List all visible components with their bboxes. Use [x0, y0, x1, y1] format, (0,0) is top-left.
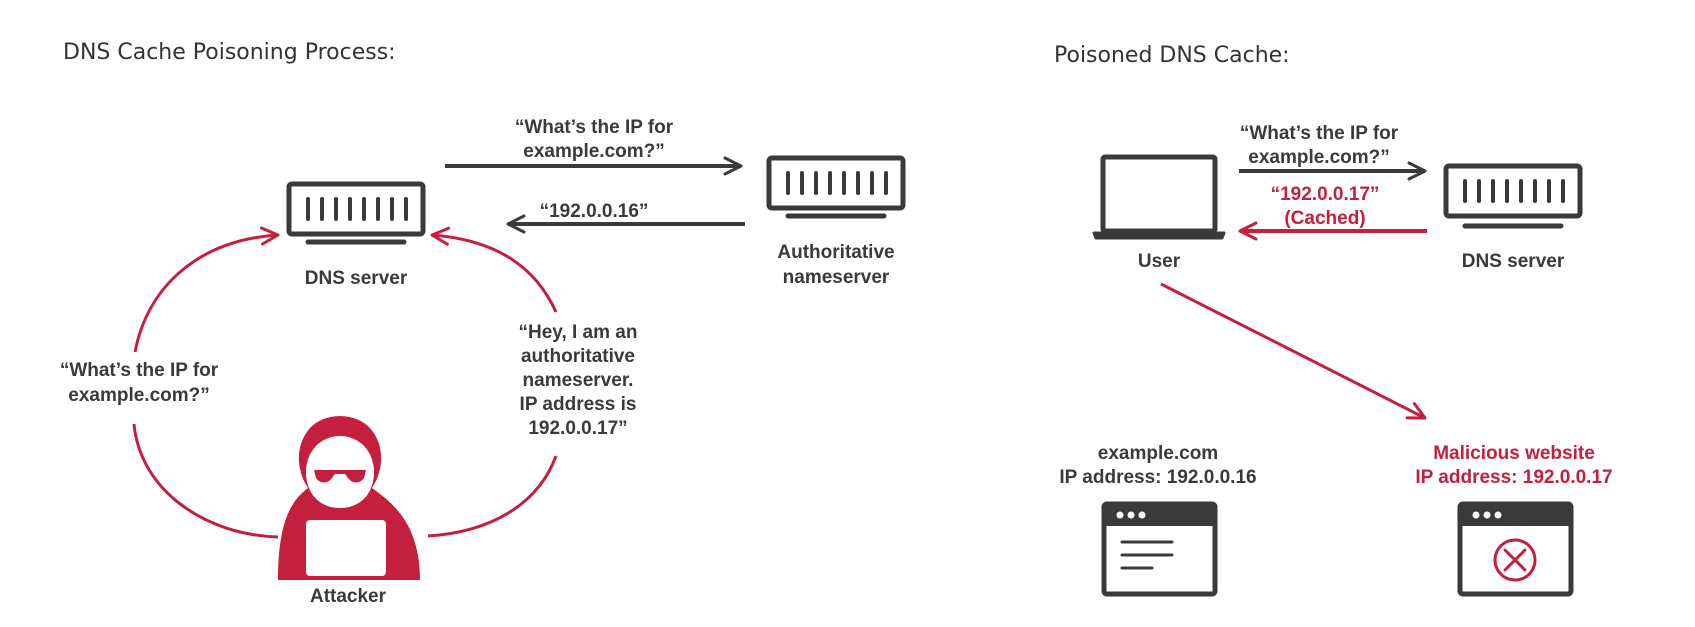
response-text: “192.0.0.16” — [540, 201, 649, 222]
laptop-icon — [1092, 154, 1226, 240]
cached-text-1: “192.0.0.17” — [1271, 184, 1380, 205]
spoof-arc-top — [430, 226, 558, 313]
malicious-site-text-2: IP address: 192.0.0.17 — [1415, 467, 1612, 488]
attacker-query-arc-top — [133, 226, 280, 353]
browser-window-icon — [1101, 501, 1218, 597]
left-panel-title: DNS Cache Poisoning Process: — [63, 40, 396, 65]
right-panel-title: Poisoned DNS Cache: — [1054, 43, 1290, 68]
right-query-text-2: example.com?” — [1248, 147, 1390, 168]
attacker-query-text-2: example.com?” — [68, 385, 210, 406]
legit-site-text-1: example.com — [1098, 443, 1218, 464]
dns-server-label: DNS server — [305, 268, 408, 289]
spoof-text-2: authoritative — [521, 346, 635, 367]
spoof-text-1: “Hey, I am an — [519, 322, 638, 343]
legit-site-text-2: IP address: 192.0.0.16 — [1059, 467, 1256, 488]
authoritative-nameserver-icon — [766, 155, 906, 219]
attacker-query-text-1: “What’s the IP for — [60, 360, 219, 381]
auth-label-1: Authoritative — [777, 242, 894, 263]
right-query-text-1: “What’s the IP for — [1240, 123, 1399, 144]
malicious-site-text-1: Malicious website — [1433, 443, 1595, 464]
query-text-1: “What’s the IP for — [515, 117, 674, 138]
dns-server-right-label: DNS server — [1462, 251, 1565, 272]
malicious-browser-window-icon — [1457, 501, 1574, 597]
error-x-icon — [1493, 538, 1537, 582]
attacker-label: Attacker — [310, 586, 387, 607]
auth-label-2: nameserver — [783, 267, 890, 288]
spoof-text-3: nameserver. — [523, 370, 634, 391]
dns-server-icon — [286, 181, 426, 245]
cached-text-2: (Cached) — [1284, 208, 1365, 229]
spoof-arc-bottom — [427, 455, 558, 538]
hacker-icon — [278, 416, 420, 580]
query-text-2: example.com?” — [523, 141, 665, 162]
user-label: User — [1138, 251, 1181, 272]
redirect-arrow — [1160, 282, 1427, 420]
dns-server-right-icon — [1443, 163, 1583, 229]
attacker-query-arc-bottom — [132, 423, 279, 539]
spoof-text-5: 192.0.0.17” — [528, 418, 627, 439]
spoof-text-4: IP address is — [520, 394, 637, 415]
